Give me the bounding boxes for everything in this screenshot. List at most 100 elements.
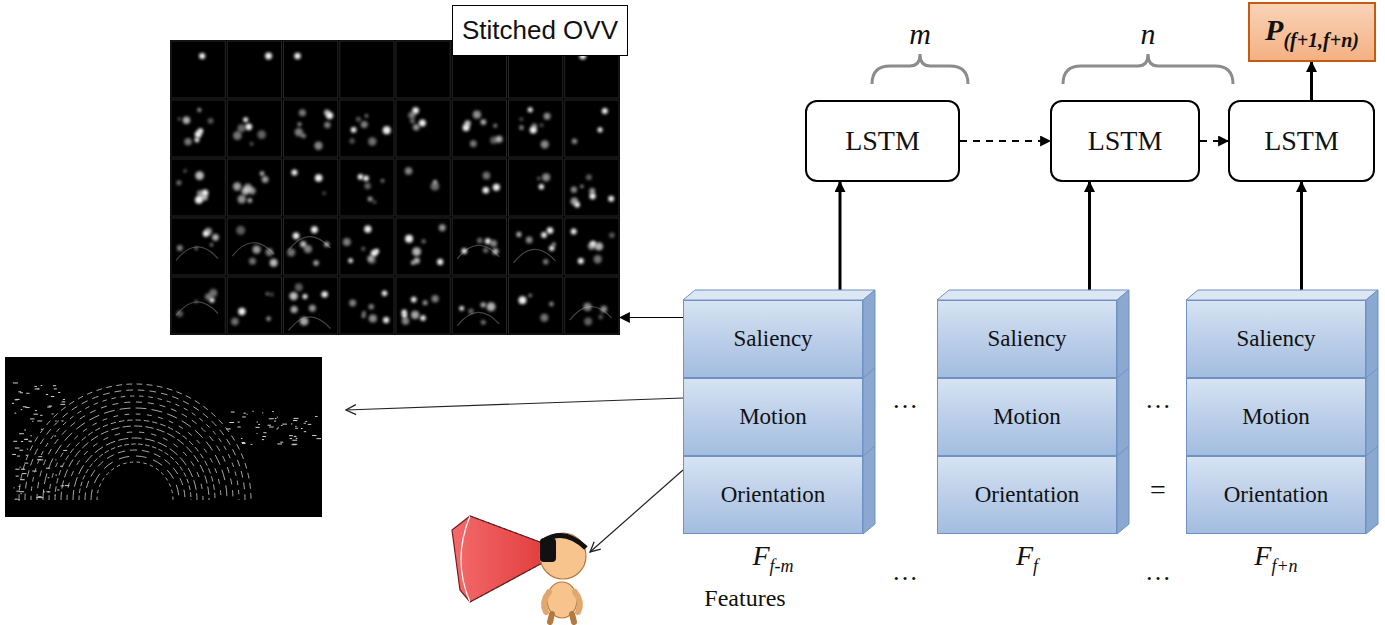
ovv-blob bbox=[289, 292, 297, 300]
flow-arrow bbox=[1300, 182, 1303, 290]
motion-speck bbox=[26, 455, 28, 456]
motion-speck bbox=[52, 413, 54, 414]
symbol-subscript: f bbox=[1033, 556, 1038, 576]
ovv-blob bbox=[481, 320, 486, 325]
ovv-cell bbox=[284, 277, 338, 334]
motion-speck bbox=[57, 489, 59, 490]
ovv-cell bbox=[284, 100, 338, 157]
ovv-cell bbox=[396, 218, 450, 275]
legs bbox=[550, 614, 574, 622]
stack-top bbox=[1186, 290, 1378, 300]
motion-arc bbox=[55, 420, 215, 500]
ovv-blob bbox=[571, 198, 579, 206]
ovv-cell bbox=[340, 41, 394, 98]
motion-speck bbox=[281, 425, 283, 426]
motion-speck bbox=[257, 422, 258, 423]
viewer-figure bbox=[452, 516, 586, 622]
ovv-blob bbox=[195, 171, 204, 180]
ovv-blob bbox=[309, 305, 316, 312]
ovv-blob bbox=[209, 297, 214, 302]
ovv-blob bbox=[544, 113, 551, 120]
ovv-blob bbox=[431, 182, 440, 191]
arms bbox=[544, 592, 580, 612]
motion-speck bbox=[24, 429, 26, 430]
ovv-cell bbox=[509, 159, 563, 216]
feature-label: Motion bbox=[739, 404, 807, 430]
ovv-blob bbox=[367, 255, 373, 261]
ovv-blob bbox=[356, 117, 361, 122]
motion-speck bbox=[47, 491, 49, 492]
leader-arrow bbox=[346, 398, 683, 410]
motion-arc bbox=[37, 402, 233, 500]
ellipsis-mark: = bbox=[1150, 474, 1166, 506]
ovv-cell bbox=[452, 218, 506, 275]
stack-divider bbox=[863, 446, 875, 456]
ovv-blob bbox=[184, 138, 191, 145]
symbol-letter: F bbox=[1254, 540, 1271, 571]
motion-speck bbox=[60, 404, 65, 405]
ovv-blob bbox=[540, 123, 544, 127]
feature-label: Saliency bbox=[987, 326, 1066, 352]
ovv-blob bbox=[343, 238, 351, 246]
ovv-blob bbox=[197, 108, 201, 112]
ovv-blob bbox=[270, 292, 274, 296]
ovv-blob bbox=[412, 247, 421, 256]
motion-speck bbox=[22, 473, 27, 474]
ovv-blob bbox=[209, 289, 217, 297]
motion-speck bbox=[61, 485, 64, 486]
ovv-blob bbox=[481, 119, 487, 125]
ovv-blob bbox=[539, 184, 544, 189]
ovv-blob bbox=[589, 188, 595, 194]
ovv-blob bbox=[598, 315, 602, 319]
motion-speck bbox=[12, 403, 14, 404]
ovv-blob bbox=[194, 137, 199, 142]
motion-speck bbox=[315, 416, 317, 417]
motion-speck bbox=[17, 456, 20, 457]
ovv-cell bbox=[227, 41, 281, 98]
motion-speck bbox=[19, 491, 24, 492]
ovv-cell bbox=[565, 277, 619, 334]
motion-speck bbox=[47, 407, 51, 408]
motion-speck bbox=[257, 433, 258, 434]
motion-speck bbox=[35, 410, 37, 411]
motion-speck bbox=[16, 491, 19, 492]
motion-speck bbox=[289, 435, 293, 436]
ovv-blob bbox=[257, 130, 266, 139]
feature-label: Orientation bbox=[721, 482, 826, 508]
ovv-cell bbox=[227, 100, 281, 157]
ellipsis-mark: … bbox=[892, 557, 918, 587]
motion-speck bbox=[242, 416, 246, 417]
recurrent-arrow bbox=[1200, 140, 1228, 142]
ovv-blob bbox=[595, 242, 603, 250]
motion-speck bbox=[35, 388, 40, 389]
ovv-cell bbox=[509, 277, 563, 334]
ovv-streak bbox=[176, 247, 218, 261]
motion-speck bbox=[40, 497, 43, 498]
ovv-blob bbox=[321, 291, 327, 297]
motion-arc bbox=[73, 438, 197, 500]
leader-arrow bbox=[590, 470, 683, 552]
motion-speck bbox=[262, 436, 266, 437]
motion-speck bbox=[21, 409, 23, 410]
feature-label: Orientation bbox=[975, 482, 1080, 508]
motion-speck bbox=[41, 385, 43, 386]
ovv-streak bbox=[289, 237, 331, 251]
ovv-blob bbox=[487, 302, 496, 311]
ovv-blob bbox=[364, 226, 371, 233]
ovv-streak bbox=[176, 302, 218, 316]
motion-arc bbox=[67, 432, 203, 500]
flow-arrow bbox=[620, 317, 683, 318]
ovv-blob bbox=[183, 117, 190, 124]
ovv-blob bbox=[439, 224, 446, 231]
motion-speck bbox=[55, 475, 57, 476]
ovv-ground bbox=[170, 40, 620, 335]
ovv-blob bbox=[322, 192, 326, 196]
ovv-blob bbox=[260, 171, 265, 176]
motion-speck bbox=[292, 444, 297, 445]
ovv-blob bbox=[549, 302, 554, 307]
motion-speck bbox=[30, 418, 34, 419]
motion-speck bbox=[229, 422, 234, 423]
motion-speck bbox=[243, 413, 245, 414]
ovv-blob bbox=[594, 255, 602, 263]
motion-speck bbox=[15, 469, 19, 470]
